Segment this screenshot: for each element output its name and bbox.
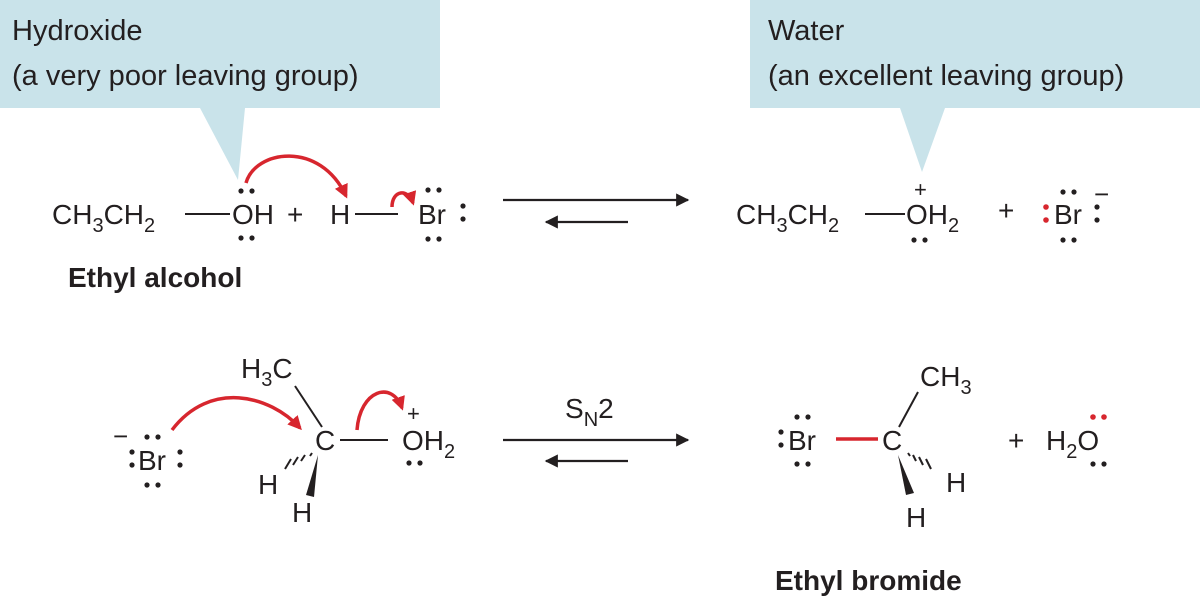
br-ion-text: Br (1054, 199, 1082, 230)
negative-charge: − (1094, 179, 1109, 209)
ch-text: CH3CH2 (52, 199, 155, 237)
positive-charge: + (914, 177, 927, 202)
leaving-group-charge: + (407, 401, 420, 426)
product-hashed-wedge (907, 452, 932, 470)
product-h-hashed: H (946, 467, 966, 498)
leaving-group-text: OH2 (402, 425, 455, 463)
sn2-condition: SN2 (503, 393, 690, 468)
ethyloxonium-ion: CH3CH2 OH2 + (736, 177, 959, 243)
curly-arrow-br-to-c (170, 396, 302, 432)
product-h-wedge: H (906, 502, 926, 533)
solid-wedge-h (306, 455, 318, 497)
ethyl-alcohol-label: Ethyl alcohol (68, 262, 242, 293)
product-carbon: C (882, 425, 902, 456)
product-solid-wedge (898, 455, 914, 495)
callout-water-title: Water (768, 15, 845, 47)
sn2-label: SN2 (565, 393, 614, 431)
plus-sign-2: + (998, 195, 1014, 226)
plus-sign-3: + (1008, 425, 1024, 456)
hashed-wedge-h (284, 452, 313, 470)
bromide-ion: Br − (1043, 179, 1109, 243)
h3c-text: H3C (241, 353, 293, 391)
curly-arrow-bond-to-br (390, 190, 417, 208)
oh-text: OH (232, 199, 274, 230)
callout-water-note: (an excellent leaving group) (768, 60, 1124, 92)
bromide-nucleophile: − Br (113, 421, 183, 488)
nucleophile-br-text: Br (138, 445, 166, 476)
hydrogen-bromide-molecule: H Br (330, 187, 466, 242)
water-molecule: H2O (1046, 414, 1107, 467)
product-br-text: Br (788, 425, 816, 456)
nucleophile-charge: − (113, 421, 128, 451)
oh2-text: OH2 (906, 199, 959, 237)
oxygen-lone-pairs (238, 188, 255, 241)
curly-arrow-bond-to-o (355, 390, 405, 431)
bromine-lone-pairs (425, 187, 466, 242)
br-text: Br (418, 199, 446, 230)
plus-sign-1: + (287, 199, 303, 230)
ethyloxonium-substrate: H3C C OH2 + H H (241, 353, 455, 528)
callout-hydroxide-title: Hydroxide (12, 15, 143, 47)
ethyl-bromide-molecule: CH3 Br C H H (778, 361, 972, 533)
curly-arrow-oh-to-h (244, 154, 348, 199)
h-text: H (330, 199, 350, 230)
callout-water: Water (an excellent leaving group) (750, 0, 1200, 172)
ch3-text: CH3 (920, 361, 972, 399)
callout-hydroxide-note: (a very poor leaving group) (12, 60, 359, 92)
central-carbon: C (315, 425, 335, 456)
ethyl-alcohol-molecule: CH3CH2 OH (52, 188, 274, 241)
ch-text-product: CH3CH2 (736, 199, 839, 237)
equilibrium-arrows-1 (503, 193, 690, 229)
ethyl-bromide-label: Ethyl bromide (775, 565, 962, 596)
h-wedge-text: H (292, 497, 312, 528)
ch3-c-bond-product (898, 391, 919, 428)
water-text: H2O (1046, 425, 1099, 463)
ch3-c-bond (294, 385, 323, 428)
callout-hydroxide: Hydroxide Water (a very poor leaving gro… (0, 0, 440, 180)
h-hashed-text: H (258, 469, 278, 500)
